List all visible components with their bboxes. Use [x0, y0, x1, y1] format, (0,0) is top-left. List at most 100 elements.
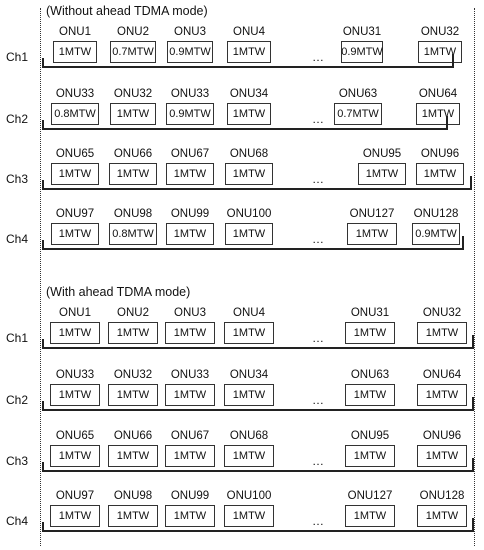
time-window-box: 1MTW: [417, 384, 467, 406]
onu-label: ONU34: [229, 369, 269, 381]
onu-label: ONU33: [55, 369, 95, 381]
axis-end-tick: [472, 335, 474, 349]
time-window-box: 1MTW: [50, 322, 100, 344]
onu-label: ONU32: [422, 307, 462, 319]
onu-label: ONU3: [174, 307, 206, 319]
time-window-box: 1MTW: [166, 163, 214, 185]
section-title: (Without ahead TDMA mode): [46, 4, 208, 18]
onu-label: ONU97: [55, 490, 95, 502]
time-window-box: 1MTW: [347, 223, 397, 245]
onu-label: ONU127: [349, 208, 395, 220]
axis-end-tick: [452, 54, 454, 68]
onu-label: ONU100: [226, 208, 272, 220]
axis-end-tick: [472, 397, 474, 411]
ellipsis: …: [312, 112, 324, 126]
axis-start-tick: [42, 462, 44, 472]
onu-label: ONU64: [418, 88, 458, 100]
axis-end-tick: [470, 176, 472, 190]
time-window-box: 0.8MTW: [51, 103, 99, 125]
onu-label: ONU99: [170, 208, 210, 220]
time-axis-line: [42, 530, 472, 532]
time-window-box: 1MTW: [345, 445, 395, 467]
time-window-box: 1MTW: [165, 384, 215, 406]
onu-label: ONU64: [422, 369, 462, 381]
time-window-box: 1MTW: [358, 163, 406, 185]
time-window-box: 1MTW: [165, 322, 215, 344]
left-boundary-dashed-line: [40, 8, 41, 546]
axis-start-tick: [42, 522, 44, 532]
ellipsis: …: [312, 393, 324, 407]
onu-label: ONU4: [233, 26, 265, 38]
time-window-box: 1MTW: [225, 223, 273, 245]
time-window-box: 1MTW: [108, 322, 158, 344]
ellipsis: …: [312, 232, 324, 246]
onu-label: ONU97: [55, 208, 95, 220]
onu-label: ONU127: [347, 490, 393, 502]
onu-label: ONU68: [229, 148, 269, 160]
time-window-box: 1MTW: [417, 505, 467, 527]
time-axis-line: [42, 409, 472, 411]
onu-label: ONU2: [117, 307, 149, 319]
time-axis-line: [42, 470, 472, 472]
onu-label: ONU31: [342, 26, 382, 38]
time-window-box: 1MTW: [416, 163, 464, 185]
channel-label: Ch1: [6, 50, 29, 64]
ellipsis: …: [312, 514, 324, 528]
right-boundary-dashed-line: [474, 8, 475, 546]
axis-start-tick: [42, 240, 44, 250]
onu-label: ONU65: [55, 148, 95, 160]
ellipsis: …: [312, 454, 324, 468]
time-window-box: 1MTW: [108, 505, 158, 527]
time-axis-line: [42, 128, 446, 130]
onu-label: ONU1: [59, 26, 91, 38]
onu-label: ONU99: [170, 490, 210, 502]
time-window-box: 1MTW: [166, 223, 214, 245]
onu-label: ONU63: [350, 369, 390, 381]
time-window-box: 0.8MTW: [109, 223, 157, 245]
channel-label: Ch2: [6, 393, 29, 407]
time-window-box: 1MTW: [418, 41, 462, 63]
onu-label: ONU68: [229, 430, 269, 442]
channel-label: Ch2: [6, 112, 29, 126]
time-window-box: 1MTW: [110, 103, 156, 125]
time-window-box: 1MTW: [417, 445, 467, 467]
time-window-box: 1MTW: [165, 445, 215, 467]
time-window-box: 1MTW: [50, 445, 100, 467]
onu-label: ONU34: [229, 88, 269, 100]
axis-end-tick: [462, 236, 464, 250]
time-window-box: 0.9MTW: [412, 223, 460, 245]
time-window-box: 1MTW: [53, 41, 97, 63]
axis-end-tick: [446, 116, 448, 130]
axis-start-tick: [42, 120, 44, 130]
time-window-box: 1MTW: [224, 384, 274, 406]
onu-label: ONU67: [170, 430, 210, 442]
time-window-box: 1MTW: [416, 103, 460, 125]
time-window-box: 1MTW: [51, 223, 99, 245]
onu-label: ONU63: [338, 88, 378, 100]
axis-end-tick: [472, 518, 474, 532]
onu-label: ONU4: [233, 307, 265, 319]
time-window-box: 1MTW: [165, 505, 215, 527]
onu-label: ONU33: [170, 369, 210, 381]
time-window-box: 1MTW: [227, 41, 271, 63]
time-window-box: 1MTW: [345, 322, 395, 344]
channel-label: Ch3: [6, 172, 29, 186]
time-window-box: 1MTW: [50, 384, 100, 406]
onu-label: ONU67: [170, 148, 210, 160]
ellipsis: …: [312, 331, 324, 345]
time-window-box: 1MTW: [224, 505, 274, 527]
onu-label: ONU31: [350, 307, 390, 319]
onu-label: ONU128: [419, 490, 465, 502]
axis-start-tick: [42, 339, 44, 349]
axis-start-tick: [42, 58, 44, 68]
time-window-box: 1MTW: [224, 322, 274, 344]
time-window-box: 1MTW: [51, 163, 99, 185]
time-window-box: 1MTW: [224, 445, 274, 467]
onu-label: ONU32: [113, 88, 153, 100]
time-window-box: 1MTW: [417, 322, 467, 344]
section-title: (With ahead TDMA mode): [46, 285, 191, 299]
time-window-box: 1MTW: [345, 384, 395, 406]
time-window-box: 1MTW: [50, 505, 100, 527]
channel-label: Ch4: [6, 232, 29, 246]
onu-label: ONU66: [113, 430, 153, 442]
